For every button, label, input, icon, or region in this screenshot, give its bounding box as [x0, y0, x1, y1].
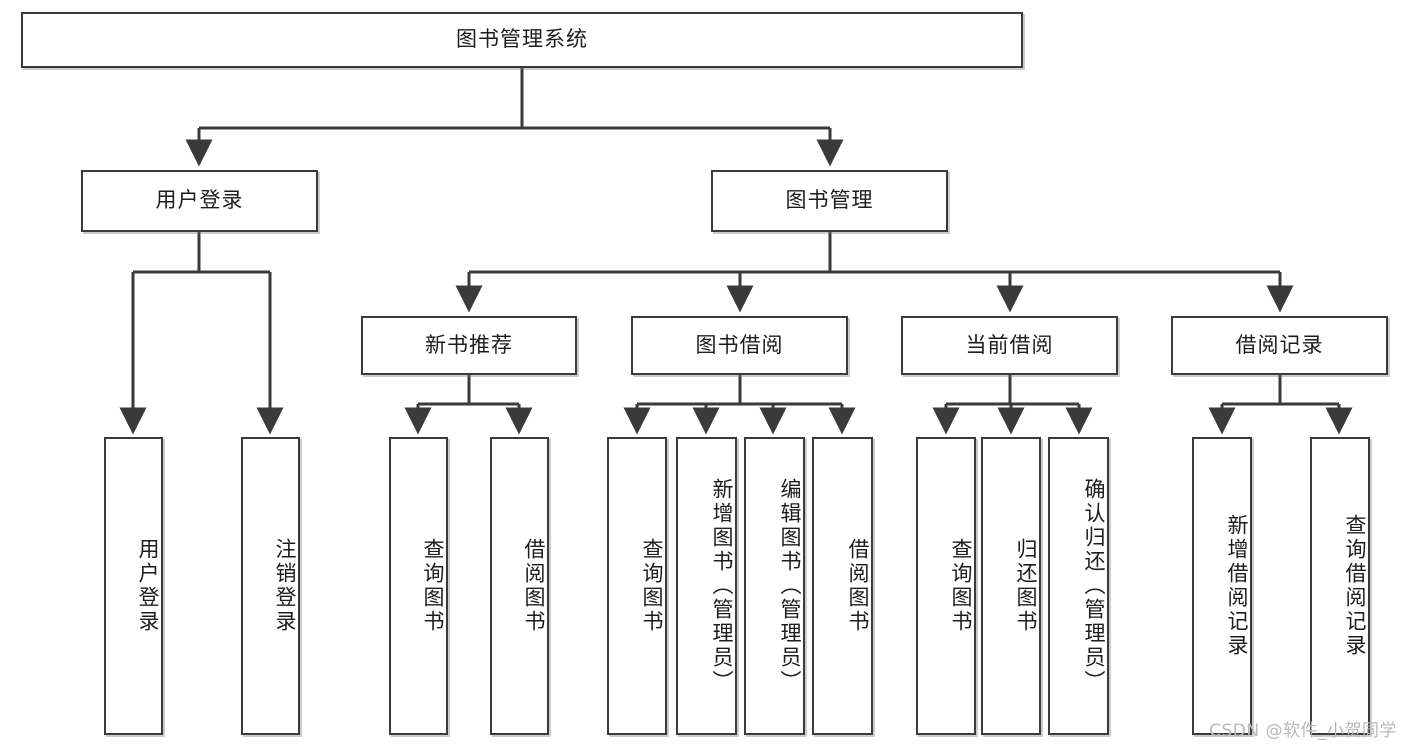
node-leaf-label: 查询借阅记录: [1343, 514, 1367, 658]
node-leaf-label: 查询图书: [640, 538, 664, 634]
node-leaf-label: 注销登录: [273, 538, 297, 634]
node-leaf-label: 编辑图书（管理员）: [778, 478, 802, 694]
node-leaf-label: 用户登录: [136, 538, 160, 634]
node-book-borrow[interactable]: 图书借阅: [631, 316, 848, 375]
node-root-label: 图书管理系统: [456, 27, 588, 52]
node-leaf-new-book-query[interactable]: 查询图书: [389, 437, 448, 735]
node-root[interactable]: 图书管理系统: [21, 12, 1023, 68]
node-borrow-record[interactable]: 借阅记录: [1171, 316, 1388, 375]
node-leaf-book-borrow-borrow[interactable]: 借阅图书: [812, 437, 873, 735]
node-book-borrow-label: 图书借阅: [695, 332, 784, 357]
node-leaf-new-book-borrow[interactable]: 借阅图书: [490, 437, 549, 735]
node-leaf-borrow-record-query[interactable]: 查询借阅记录: [1310, 437, 1370, 735]
node-leaf-label: 归还图书: [1014, 538, 1038, 634]
node-leaf-label: 新增图书（管理员）: [710, 478, 734, 694]
node-leaf-book-borrow-add[interactable]: 新增图书（管理员）: [676, 437, 737, 735]
node-current-borrow-label: 当前借阅: [965, 332, 1054, 357]
node-leaf-label: 借阅图书: [522, 538, 546, 634]
node-leaf-label: 确认归还（管理员）: [1082, 478, 1106, 694]
node-leaf-current-borrow-query[interactable]: 查询图书: [916, 437, 976, 735]
node-leaf-user-login-login[interactable]: 用户登录: [104, 437, 163, 735]
node-user-login-label: 用户登录: [155, 188, 244, 213]
node-leaf-borrow-record-add[interactable]: 新增借阅记录: [1192, 437, 1252, 735]
node-current-borrow[interactable]: 当前借阅: [901, 316, 1118, 375]
node-book-manage[interactable]: 图书管理: [711, 170, 948, 232]
node-book-manage-label: 图书管理: [785, 188, 874, 213]
node-leaf-book-borrow-edit[interactable]: 编辑图书（管理员）: [744, 437, 805, 735]
node-leaf-current-borrow-confirm[interactable]: 确认归还（管理员）: [1048, 437, 1109, 735]
node-leaf-label: 新增借阅记录: [1225, 514, 1249, 658]
node-leaf-label: 借阅图书: [846, 538, 870, 634]
node-leaf-current-borrow-return[interactable]: 归还图书: [981, 437, 1041, 735]
node-leaf-book-borrow-query[interactable]: 查询图书: [607, 437, 667, 735]
node-leaf-label: 查询图书: [421, 538, 445, 634]
watermark: CSDN @软件_小贺同学: [1209, 721, 1397, 741]
node-new-book-recommend[interactable]: 新书推荐: [361, 316, 577, 375]
node-leaf-label: 查询图书: [949, 538, 973, 634]
node-leaf-user-login-logout[interactable]: 注销登录: [241, 437, 300, 735]
node-user-login[interactable]: 用户登录: [81, 170, 318, 232]
node-borrow-record-label: 借阅记录: [1235, 332, 1324, 357]
node-new-book-recommend-label: 新书推荐: [425, 332, 513, 357]
